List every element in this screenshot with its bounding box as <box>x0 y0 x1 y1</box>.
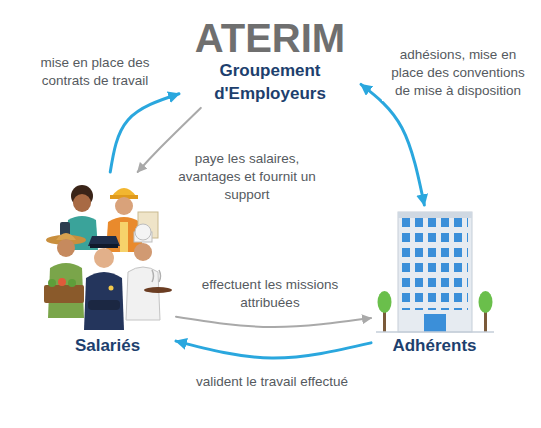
building-illustration <box>376 212 494 332</box>
party-node: Adhérents <box>371 205 498 360</box>
flow-arrow <box>176 317 371 327</box>
node-title: Salariés <box>43 335 172 358</box>
node-title: Adhérents <box>375 335 494 358</box>
party-node: Salariés <box>39 172 176 360</box>
node-title: Groupement d'Employeurs <box>183 60 357 106</box>
edge-label: adhésions, mise en place des conventions… <box>382 46 534 101</box>
illustration-spacer <box>375 207 494 335</box>
brand-heading: ATERIM <box>183 16 357 60</box>
flow-arrow <box>110 94 179 172</box>
organisation-node: ATERIMGroupement d'Employeurs <box>179 14 361 108</box>
edge-label: valident le travail effectué <box>183 373 361 391</box>
edge-label: paye les salaires, avantages et fournit … <box>172 150 322 205</box>
flow-arrow <box>176 341 371 358</box>
edge-label: effectuent les missions attribuées <box>200 276 340 312</box>
flow-arrow <box>361 84 424 205</box>
edge-label: mise en place des contrats de travail <box>25 54 165 90</box>
illustration-spacer <box>43 174 172 335</box>
workers-illustration <box>44 185 172 330</box>
